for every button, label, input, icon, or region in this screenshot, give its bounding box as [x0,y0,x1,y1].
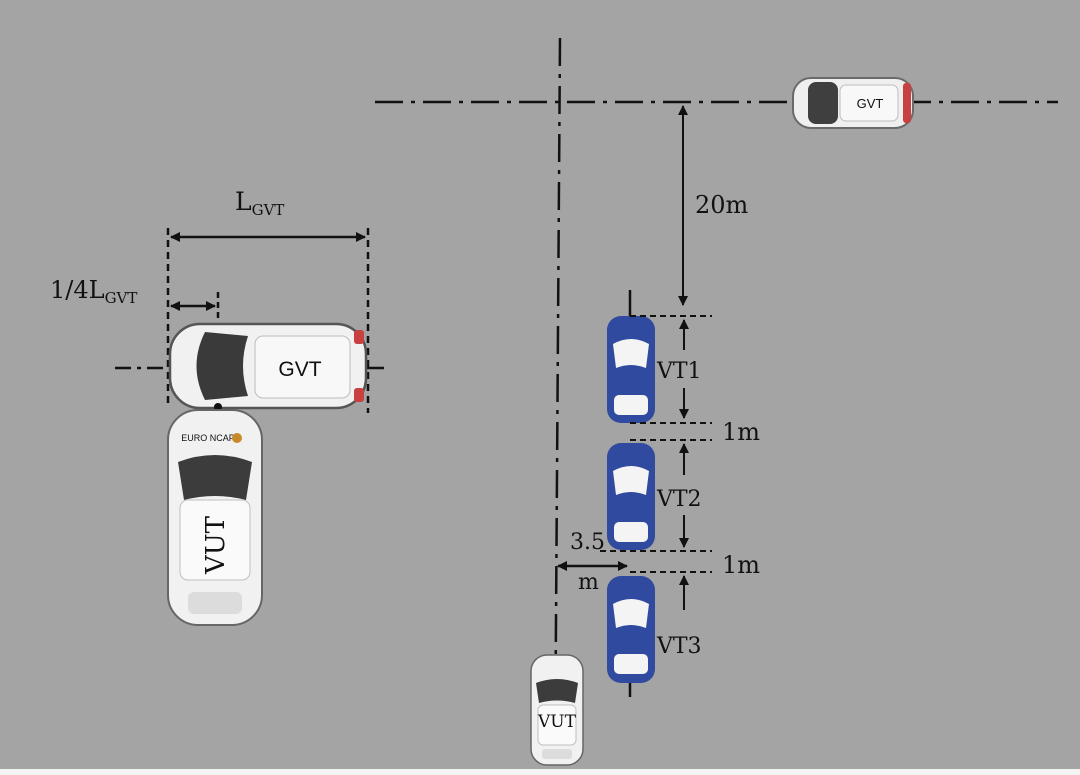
lateral-value-label: 3.5 [570,530,605,555]
gvt-left-label: GVT [278,358,321,381]
vt1-label: VT1 [656,359,702,384]
gap-1m-label-b: 1m [722,551,760,579]
lgvt-sub: GVT [252,201,285,219]
vut-logo-text: EURO NCAP [181,433,235,443]
vut-left-car: EURO NCAP VUT [167,409,263,626]
lateral-unit-label: m [578,570,599,595]
bottom-strip [0,769,1080,775]
vt1-car [607,316,655,423]
distance-20m-label: 20m [695,191,749,219]
gvt-left-car: GVT [168,322,368,410]
quarter-sub: GVT [105,289,138,307]
gvt-top-car: GVT [792,77,914,129]
vt2-car [607,443,655,550]
quarter-label: 1/4LGVT [50,276,137,307]
gap-1m-label-a: 1m [722,418,760,446]
quarter-main: 1/4L [50,276,105,304]
vt3-car [607,576,655,683]
vertical-centerline [553,37,562,766]
vt3-label: VT3 [656,634,702,659]
logo-badge-icon [232,433,242,443]
vut-left-label: VUT [201,515,231,575]
gvt-top-label: GVT [857,96,884,111]
vut-bottom-label: VUT [537,712,577,732]
vt2-label: VT2 [656,487,702,512]
lgvt-main: L [235,187,252,216]
lgvt-label: LGVT [235,187,284,219]
vut-bottom-car: VUT [530,654,584,766]
